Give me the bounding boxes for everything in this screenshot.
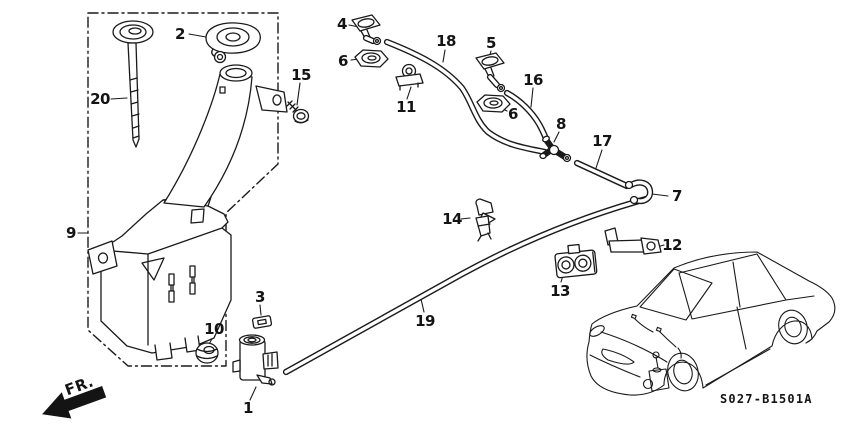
callout-18: 18	[436, 32, 456, 50]
fr-arrow	[42, 386, 107, 419]
nozzle-grommet-left	[354, 49, 389, 68]
callout-10: 10	[204, 320, 224, 338]
washer-hose-17	[573, 159, 631, 190]
callout-8: 8	[556, 115, 566, 133]
callout-17: 17	[592, 132, 612, 150]
clip-bracket-12	[604, 227, 662, 255]
tank-filler-neck	[163, 64, 288, 224]
callout-6-left: 6	[338, 52, 348, 70]
hose-clip	[395, 63, 424, 91]
hose-clamp-13	[554, 243, 598, 279]
callout-7: 7	[672, 187, 682, 205]
fr-indicator: FR.	[42, 372, 107, 419]
callout-12: 12	[662, 236, 682, 254]
callout-6-right: 6	[508, 105, 518, 123]
callout-3: 3	[255, 288, 265, 306]
pump-connector	[262, 351, 279, 370]
callout-13: 13	[550, 282, 570, 300]
car-outline	[586, 251, 836, 396]
filler-cap	[205, 22, 261, 64]
washer-hose-upper-18	[383, 38, 549, 156]
callout-11: 11	[396, 98, 416, 116]
callout-9: 9	[66, 224, 76, 242]
car-washer-sketch	[630, 313, 682, 392]
tank-grommet	[195, 342, 219, 364]
callout-1: 1	[243, 399, 253, 417]
nozzle-grommet-right	[476, 94, 511, 113]
callout-14: 14	[442, 210, 462, 228]
callout-20: 20	[90, 90, 110, 108]
washer-hose-main-19	[282, 195, 650, 376]
pump-cushion	[251, 315, 273, 329]
neck-bracket	[255, 85, 288, 113]
hose-clip-14	[475, 198, 496, 242]
callout-4: 4	[337, 15, 347, 33]
callout-16: 16	[523, 71, 543, 89]
callout-5: 5	[486, 34, 496, 52]
washer-nozzle-left	[351, 14, 382, 46]
washer-nozzle-right	[475, 52, 506, 93]
callout-15: 15	[291, 66, 311, 84]
washer-tank	[87, 192, 232, 361]
mount-screw	[286, 100, 310, 124]
callout-2: 2	[175, 25, 185, 43]
elbow-joint	[624, 179, 654, 205]
washer-pump	[232, 334, 279, 386]
callout-19: 19	[415, 312, 435, 330]
diagram-code: S027-B1501A	[720, 392, 813, 406]
tank-mount-ear	[87, 240, 118, 275]
tube-joint	[539, 135, 572, 163]
level-gauge	[112, 20, 154, 148]
